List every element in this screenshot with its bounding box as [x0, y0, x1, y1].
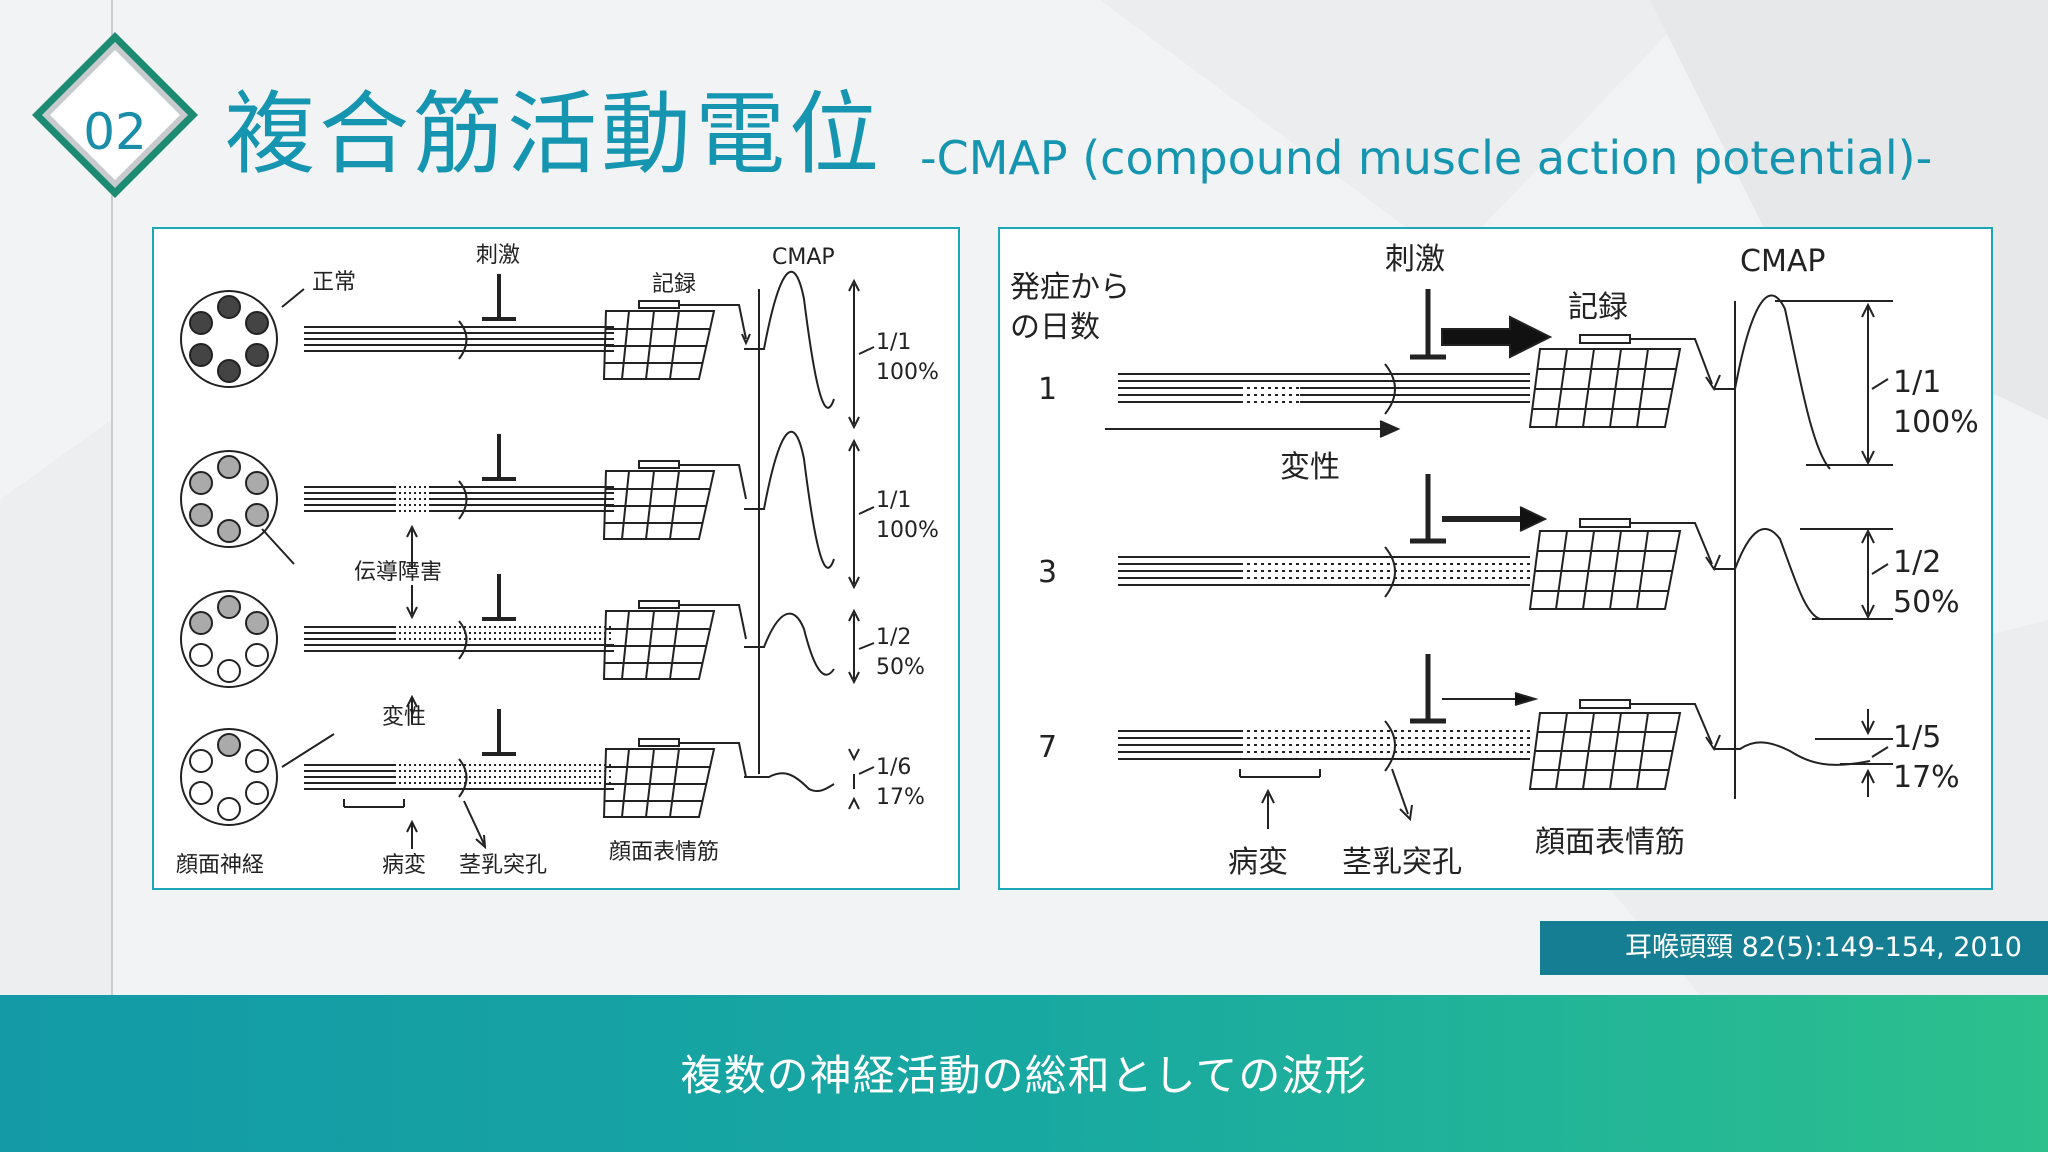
left-pct-3: 50% [876, 655, 925, 680]
right-facial-muscle-label: 顔面表情筋 [1535, 825, 1685, 860]
right-diagram: 刺激 記録 CMAP 発症から の日数 1 1/1 100% [1010, 242, 1979, 880]
right-stylomastoid-label: 茎乳突孔 [1342, 845, 1462, 880]
right-day-3: 3 [1038, 555, 1057, 590]
right-pct-2: 50% [1893, 585, 1960, 620]
right-record-label: 記録 [1568, 290, 1628, 325]
left-normal-label: 正常 [312, 270, 356, 295]
right-ratio-2: 1/2 [1893, 545, 1941, 580]
left-ratio-1: 1/1 [876, 330, 911, 355]
left-facial-muscle-label: 顔面表情筋 [609, 840, 719, 865]
left-lesion-label: 病変 [382, 853, 426, 878]
right-row-3 [1118, 474, 1893, 620]
left-conduction-block-label: 伝導障害 [354, 560, 442, 585]
right-degeneration-label: 変性 [1280, 450, 1340, 485]
right-day-1: 1 [1038, 372, 1057, 407]
right-row-1 [1105, 289, 1893, 470]
right-stimulus-label: 刺激 [1385, 242, 1445, 277]
right-ratio-3: 1/5 [1893, 720, 1941, 755]
left-ratio-4: 1/6 [876, 755, 911, 780]
left-record-label: 記録 [652, 272, 696, 297]
slide-subtitle: -CMAP (compound muscle action potential)… [920, 131, 1933, 185]
right-day-7: 7 [1038, 730, 1057, 765]
left-pct-1: 100% [876, 360, 939, 385]
left-pct-2: 100% [876, 518, 939, 543]
right-cmap-label: CMAP [1740, 244, 1825, 279]
right-lesion-label: 病変 [1228, 845, 1288, 880]
left-ratio-3: 1/2 [876, 625, 911, 650]
slide-number-badge [32, 32, 198, 198]
slide-number: 02 [83, 103, 147, 161]
right-days-label-1: 発症から [1010, 270, 1130, 305]
left-row-4 [180, 709, 875, 850]
right-row-7 [1118, 654, 1893, 829]
left-stylomastoid-label: 茎乳突孔 [459, 853, 547, 878]
right-days-label-2: の日数 [1010, 310, 1100, 345]
right-figure: 刺激 記録 CMAP 発症から の日数 1 1/1 100% [998, 227, 1993, 890]
left-row-1 [180, 270, 875, 430]
left-facial-nerve-label: 顔面神経 [176, 853, 264, 878]
left-pct-4: 17% [876, 785, 925, 810]
left-figure: 刺激 記録 CMAP 正常 1/1 100% [152, 227, 960, 890]
left-row-3 [180, 574, 875, 724]
left-vertical-rule [111, 0, 113, 995]
left-diagram: 刺激 記録 CMAP 正常 1/1 100% [176, 243, 939, 878]
left-row-2 [180, 430, 875, 590]
right-pct-3: 17% [1893, 760, 1960, 795]
footer-band [0, 995, 2048, 1152]
left-ratio-2: 1/1 [876, 488, 911, 513]
footer-caption: 複数の神経活動の総和としての波形 [680, 1051, 1368, 1100]
slide-title: 複合筋活動電位 [225, 82, 883, 187]
left-stimulus-label: 刺激 [476, 243, 520, 268]
right-pct-1: 100% [1893, 405, 1979, 440]
left-cmap-label: CMAP [772, 245, 835, 270]
left-degeneration-label: 変性 [382, 705, 426, 730]
right-ratio-1: 1/1 [1893, 365, 1941, 400]
citation: 耳喉頭頸 82(5):149-154, 2010 [1540, 921, 2048, 975]
